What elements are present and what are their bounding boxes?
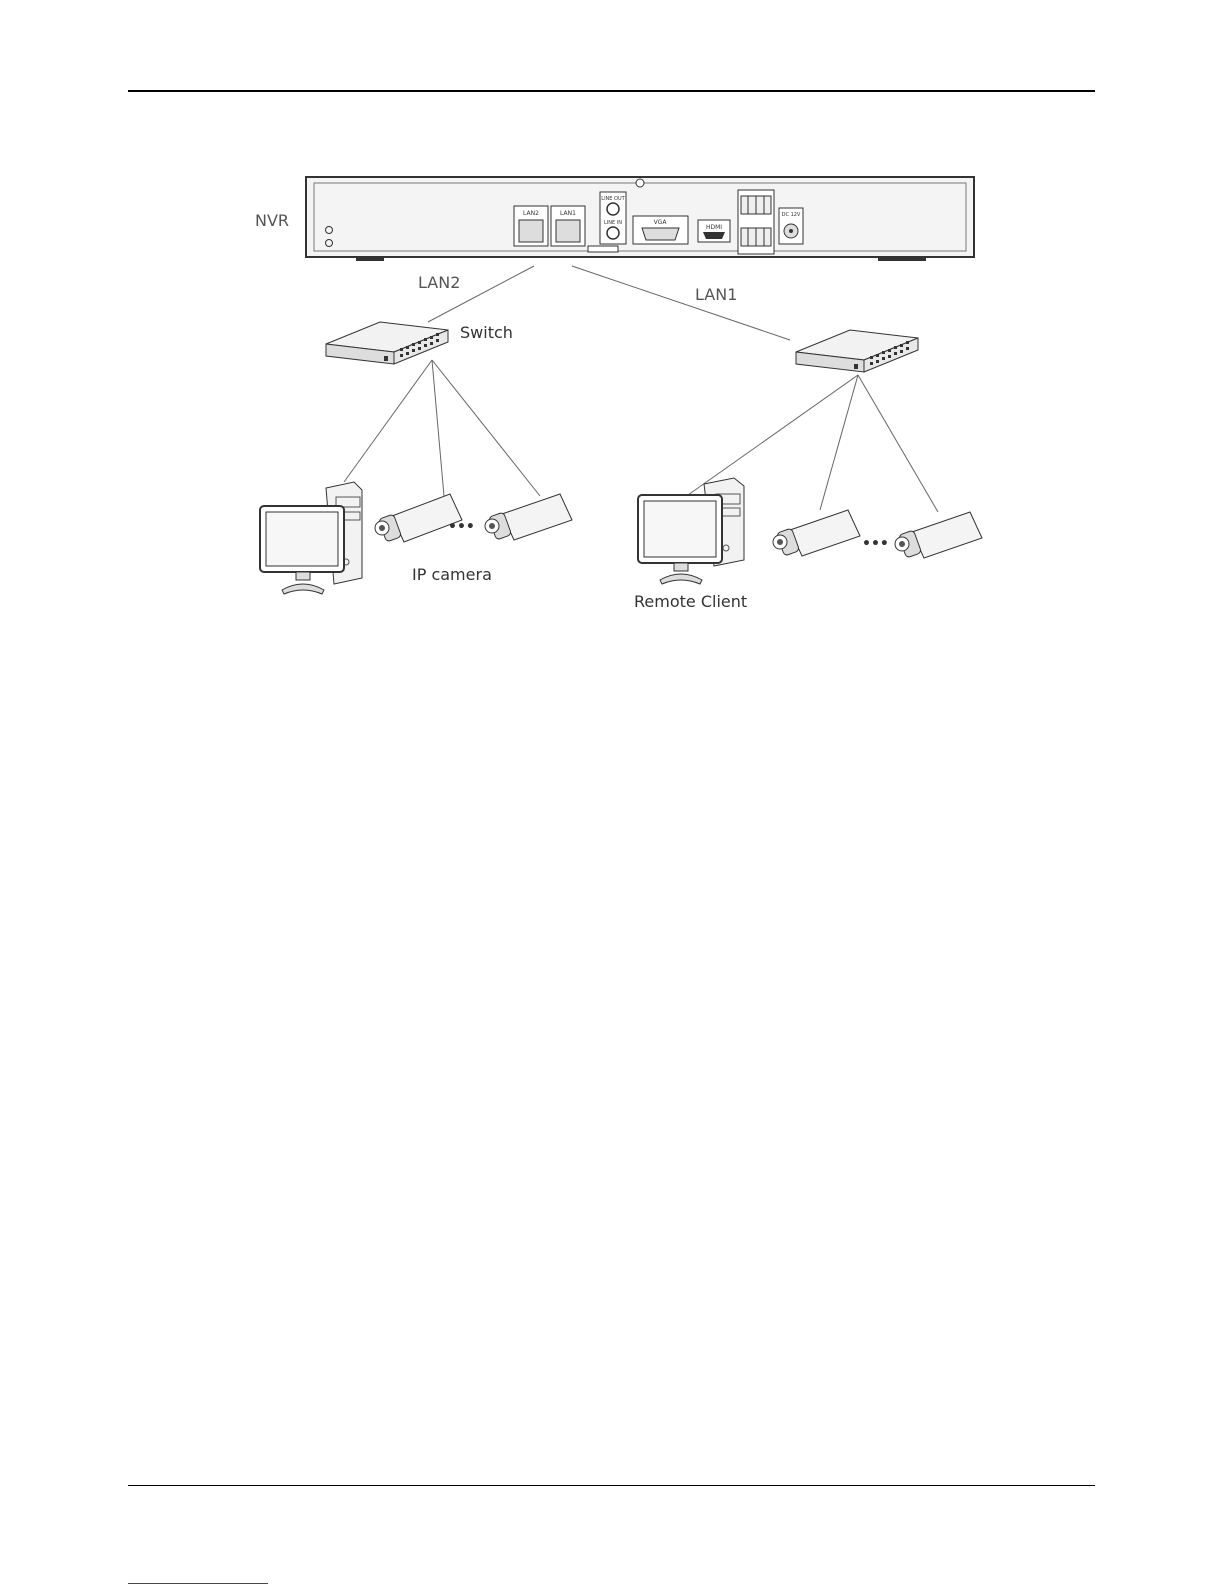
lan2-port-icon <box>519 220 543 242</box>
port-label-dc: DC 12V <box>782 212 801 218</box>
port-label-lan2: LAN2 <box>523 210 539 217</box>
connection-lines <box>344 266 938 512</box>
ip-camera-icon <box>485 494 572 540</box>
hdmi-port-icon <box>703 232 725 239</box>
port-label-line-out: LINE OUT <box>601 196 625 202</box>
label-ip-camera: IP camera <box>412 565 492 584</box>
switch-icon <box>326 322 448 364</box>
nvr-device: LAN2 LAN1 LINE OUT LINE IN VGA HDMI DC 1… <box>306 177 974 261</box>
label-lan1: LAN1 <box>695 285 737 304</box>
computer-icon <box>638 478 744 584</box>
label-switch: Switch <box>460 323 513 342</box>
lan1-port-icon <box>556 220 580 242</box>
port-label-vga: VGA <box>654 219 668 226</box>
ellipsis-left: ••• <box>448 519 475 535</box>
vga-port-icon <box>642 228 679 240</box>
computer-icon <box>260 482 362 594</box>
port-label-line-in: LINE IN <box>604 220 622 226</box>
ip-camera-icon <box>895 512 982 558</box>
port-label-hdmi: HDMI <box>706 224 722 231</box>
footnote-link-underline <box>128 1583 268 1584</box>
label-lan2: LAN2 <box>418 273 460 292</box>
ellipsis-right: ••• <box>862 536 889 552</box>
port-label-lan1: LAN1 <box>560 210 576 217</box>
label-remote-client: Remote Client <box>634 592 747 611</box>
network-diagram: LAN2 LAN1 LINE OUT LINE IN VGA HDMI DC 1… <box>0 0 1225 640</box>
ip-camera-icon <box>773 510 860 556</box>
switch-icon <box>796 330 918 372</box>
footer-rule <box>128 1485 1095 1486</box>
label-nvr: NVR <box>255 211 289 230</box>
